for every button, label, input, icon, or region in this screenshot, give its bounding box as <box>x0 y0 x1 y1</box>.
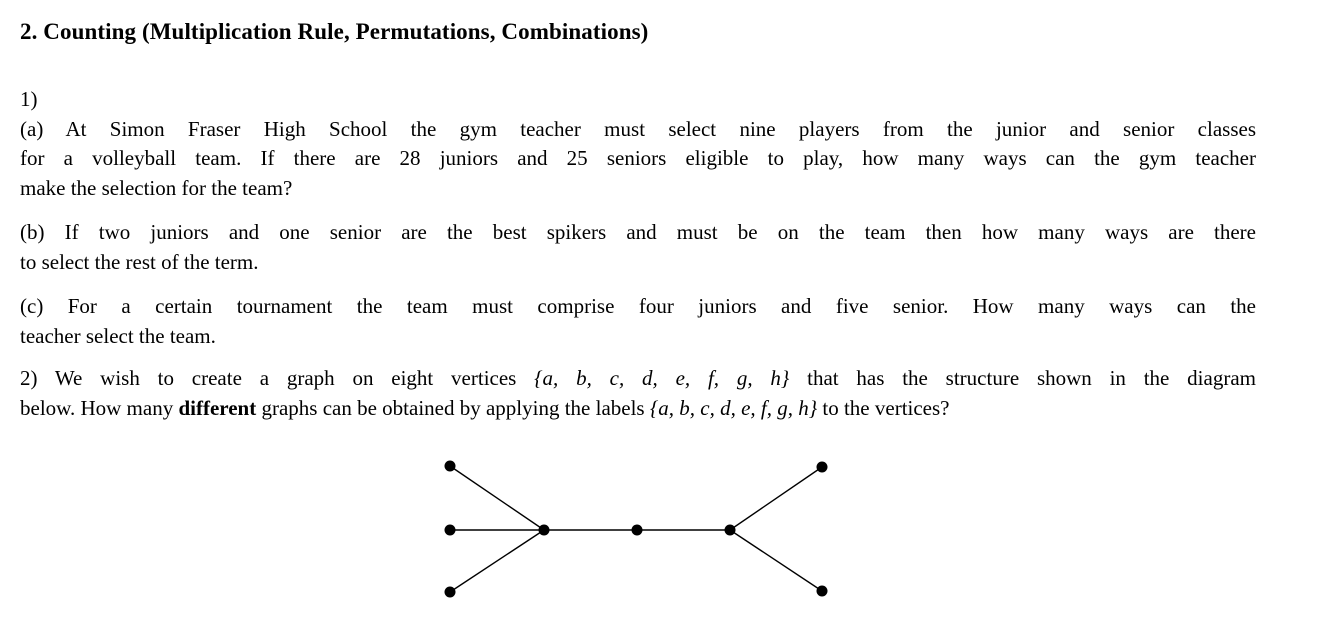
graph-diagram <box>444 460 828 598</box>
problem-1b: (b) If two juniors and one senior are th… <box>20 218 1256 277</box>
graph-vertex-left-hub <box>538 524 550 536</box>
problem-1b-line-1: (b) If two juniors and one senior are th… <box>20 220 1256 244</box>
math-vertex-set: {a, b, c, d, e, f, g, h} <box>534 366 790 390</box>
graph-vertex-right-bottom-leaf <box>816 585 828 597</box>
problem-2-line-1: 2) We wish to create a graph on eight ve… <box>20 364 1256 394</box>
graph-edge <box>449 465 545 531</box>
graph-vertex-center <box>631 524 643 536</box>
graph-edge <box>729 529 823 592</box>
problem-2-text: to the vertices? <box>817 395 950 420</box>
graph-vertex-left-bottom-leaf <box>444 586 456 598</box>
problem-1c-line-1: (c) For a certain tournament the team mu… <box>20 294 1256 318</box>
problem-1a: (a) At Simon Fraser High School the gym … <box>20 115 1256 204</box>
graph-vertex-left-top-leaf <box>444 460 456 472</box>
graph-vertex-left-middle-leaf <box>444 524 456 536</box>
section-title: 2. Counting (Multiplication Rule, Permut… <box>20 19 649 44</box>
problem-1c: (c) For a certain tournament the team mu… <box>20 292 1256 351</box>
problem-2-text: graphs can be obtained by applying the l… <box>256 395 650 420</box>
graph-diagram-container <box>430 449 1256 617</box>
problem-2-text: 2) We wish to create a graph on eight ve… <box>20 366 535 390</box>
problem-1c-line-2: teacher select the team. <box>20 323 216 348</box>
problem-1a-line-3: make the selection for the team? <box>20 175 293 200</box>
math-label-set: {a, b, c, d, e, f, g, h} <box>649 395 818 420</box>
problem-1b-line-2: to select the rest of the term. <box>20 249 259 274</box>
problem-1a-line-1: (a) At Simon Fraser High School the gym … <box>20 116 1256 141</box>
problem-2-line-2: below. How many different graphs can be … <box>20 394 1256 424</box>
emphasis-different: different <box>178 395 257 420</box>
graph-edge <box>449 529 545 593</box>
graph-vertex-right-hub <box>724 524 736 536</box>
problem-2-text: below. How many <box>20 395 179 420</box>
problem-2-text: that has the structure shown in the diag… <box>789 366 1256 390</box>
graph-vertex-right-top-leaf <box>816 461 828 473</box>
problem-1: 1) <box>20 85 1256 115</box>
graph-edge <box>729 466 823 531</box>
problem-1a-line-2: for a volleyball team. If there are 28 j… <box>20 146 1256 170</box>
problem-1-label: 1) <box>20 87 38 111</box>
problem-2: 2) We wish to create a graph on eight ve… <box>20 364 1256 423</box>
